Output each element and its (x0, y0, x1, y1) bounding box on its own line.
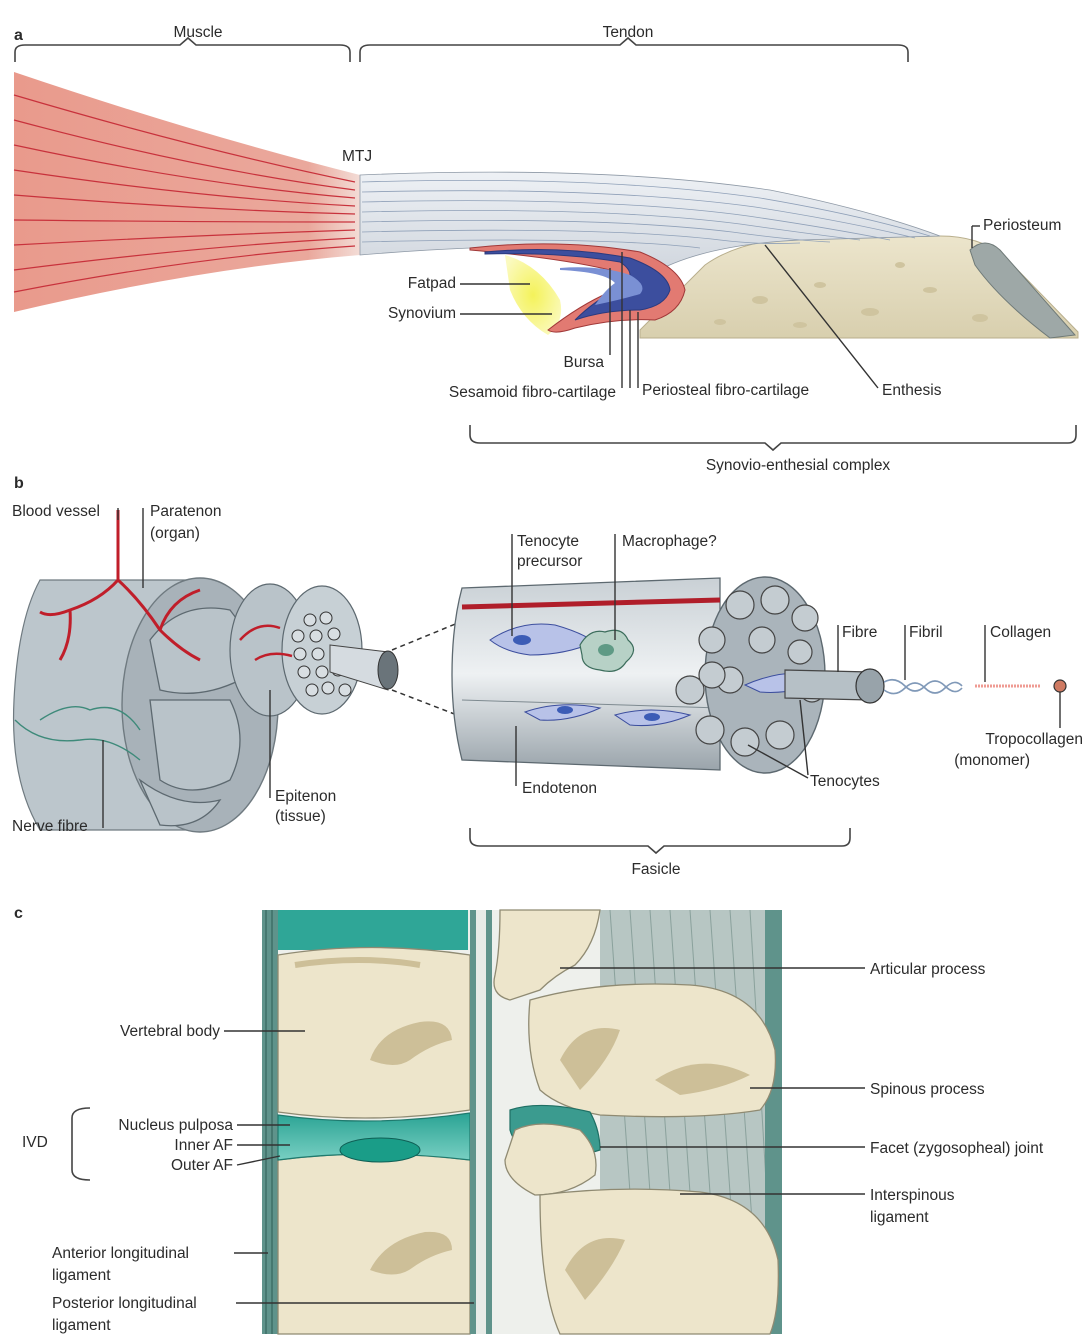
periosteal-label: Periosteal fibro-cartilage (642, 382, 809, 399)
tropocollagen-dot (1054, 680, 1066, 692)
posterior-ligament (470, 910, 476, 1334)
complex-label: Synovio-enthesial complex (706, 457, 891, 474)
fasicle-bracket (470, 828, 850, 853)
epitenon-label-1: Epitenon (275, 788, 336, 805)
panel-b: b (12, 475, 1083, 878)
anterior-ligament-label-1: Anterior longitudinal (52, 1245, 189, 1262)
panel-a: a Muscle Tendon (14, 24, 1078, 474)
blood-vessel-label: Blood vessel (12, 503, 100, 520)
fatpad-label: Fatpad (408, 275, 456, 292)
bursa-label: Bursa (564, 354, 605, 371)
outer-af-label: Outer AF (171, 1157, 233, 1174)
posterior-ligament-label-2: ligament (52, 1317, 111, 1334)
synovium-label: Synovium (388, 305, 456, 322)
muscle-bracket (15, 38, 350, 62)
mtj-label: MTJ (342, 148, 372, 165)
complex-bracket (470, 425, 1076, 450)
anterior-ligament (262, 910, 278, 1334)
panel-c-letter: c (14, 905, 23, 922)
fibril-label: Fibril (909, 624, 943, 641)
paratenon-label-2: (organ) (150, 525, 200, 542)
panel-a-letter: a (14, 27, 23, 44)
periosteum-label: Periosteum (983, 217, 1061, 234)
spinous-process-label: Spinous process (870, 1081, 985, 1098)
paratenon-label-1: Paratenon (150, 503, 222, 520)
interspinous-label-1: Interspinous (870, 1187, 955, 1204)
fatpad-shape (505, 255, 561, 335)
enthesis-label: Enthesis (882, 382, 942, 399)
tenocyte-precursor-label-1: Tenocyte (517, 533, 579, 550)
panel-b-letter: b (14, 475, 24, 492)
posterior-ligament-label-1: Posterior longitudinal (52, 1295, 197, 1312)
tendon-label: Tendon (603, 24, 654, 41)
fibre-label: Fibre (842, 624, 877, 641)
facet-joint-label: Facet (zygosopheal) joint (870, 1140, 1044, 1157)
nucleus-pulposa-label: Nucleus pulposa (118, 1117, 233, 1134)
panel-c: c (14, 905, 1044, 1334)
ivd-bracket (72, 1108, 90, 1180)
muscle-label: Muscle (173, 24, 222, 41)
tropocollagen-label-1: Tropocollagen (985, 731, 1083, 748)
inner-af-label: Inner AF (174, 1137, 233, 1154)
ivd-label: IVD (22, 1134, 48, 1151)
tropocollagen-label-2: (monomer) (954, 752, 1030, 769)
anterior-ligament-label-2: ligament (52, 1267, 111, 1284)
collagen-label: Collagen (990, 624, 1051, 641)
epitenon-label-2: (tissue) (275, 808, 326, 825)
top-disc (278, 910, 468, 950)
sesamoid-label: Sesamoid fibro-cartilage (449, 384, 616, 401)
nucleus-pulposa-shape (340, 1138, 420, 1162)
fibril-strands (884, 680, 962, 694)
interspinous-label-2: ligament (870, 1209, 929, 1226)
vertebral-body-label: Vertebral body (120, 1023, 220, 1040)
nerve-fibre-label: Nerve fibre (12, 818, 88, 835)
articular-process-label: Articular process (870, 961, 986, 978)
tendon-bracket (360, 38, 908, 62)
tenocyte-precursor-label-2: precursor (517, 553, 582, 570)
fasicle-label: Fasicle (631, 861, 680, 878)
macrophage-label: Macrophage? (622, 533, 717, 550)
endotenon-label: Endotenon (522, 780, 597, 797)
tenocytes-label: Tenocytes (810, 773, 880, 790)
